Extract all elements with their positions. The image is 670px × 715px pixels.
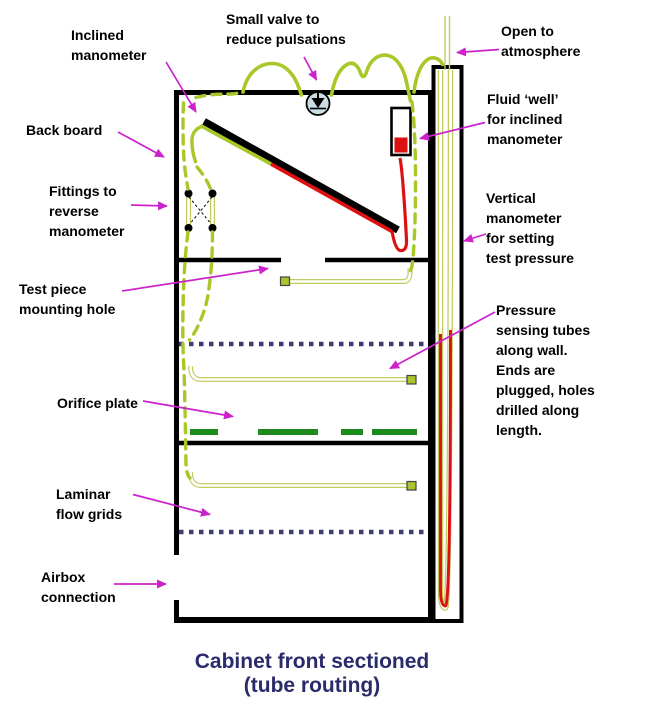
red-tube-to-well (390, 157, 409, 253)
tube-routing-solid (241, 53, 445, 103)
diagram-title: Cabinet front sectioned (tube routing) (194, 650, 430, 697)
arrow-back-board (117, 131, 165, 158)
arrow-test-piece (121, 265, 269, 292)
tube-plug (406, 480, 417, 491)
arrow-fittings (130, 201, 168, 211)
reversing-fittings (184, 189, 217, 232)
arrow-inclined-manometer (165, 61, 197, 113)
arrow-orifice-plate (142, 400, 234, 420)
inclined-board (202, 118, 400, 234)
pointer-arrows (114, 47, 500, 589)
manometer-red-fluid (439, 329, 452, 608)
label-orifice-plate: Orifice plate (57, 395, 138, 411)
label-pressure-tubes: Pressure sensing tubes along wall. Ends … (496, 302, 595, 438)
tube-plug (279, 276, 291, 287)
label-fluid-well: Fluid ‘well’ for inclined manometer (487, 91, 563, 147)
atmosphere-vent-lines (444, 16, 451, 70)
crossover-lines (188, 196, 213, 226)
tube-routing-dashed (181, 90, 418, 480)
vertical-manometer-tube (437, 69, 454, 611)
arrow-vertical-manometer (463, 233, 487, 243)
pressure-sensing-tubes (188, 268, 417, 491)
valve-icon (305, 91, 331, 116)
label-open-atmosphere: Open to atmosphere (501, 23, 581, 59)
label-small-valve: Small valve to reduce pulsations (226, 11, 346, 47)
label-fittings: Fittings to reverse manometer (49, 183, 125, 239)
label-back-board: Back board (26, 122, 103, 138)
tube-plug (406, 374, 417, 385)
arrow-fluid-well (419, 121, 486, 141)
fluid-well (390, 106, 412, 157)
label-vertical-manometer: Vertical manometer for setting test pres… (486, 190, 574, 266)
well-red-fluid (394, 137, 408, 153)
laminar-flow-grids (179, 341, 428, 535)
label-inclined-manometer: Inclined manometer (71, 27, 147, 63)
label-laminar-grids: Laminar flow grids (56, 486, 123, 522)
label-test-piece: Test piece mounting hole (19, 281, 116, 317)
arrow-laminar-grids (132, 493, 211, 517)
inclined-manometer (190, 118, 409, 253)
label-airbox: Airbox connection (41, 569, 116, 605)
arrow-pressure-tubes (389, 311, 496, 370)
arrow-open-atmosphere (456, 47, 500, 57)
cabinet-walls (174, 90, 433, 623)
arrow-small-valve (303, 56, 318, 81)
